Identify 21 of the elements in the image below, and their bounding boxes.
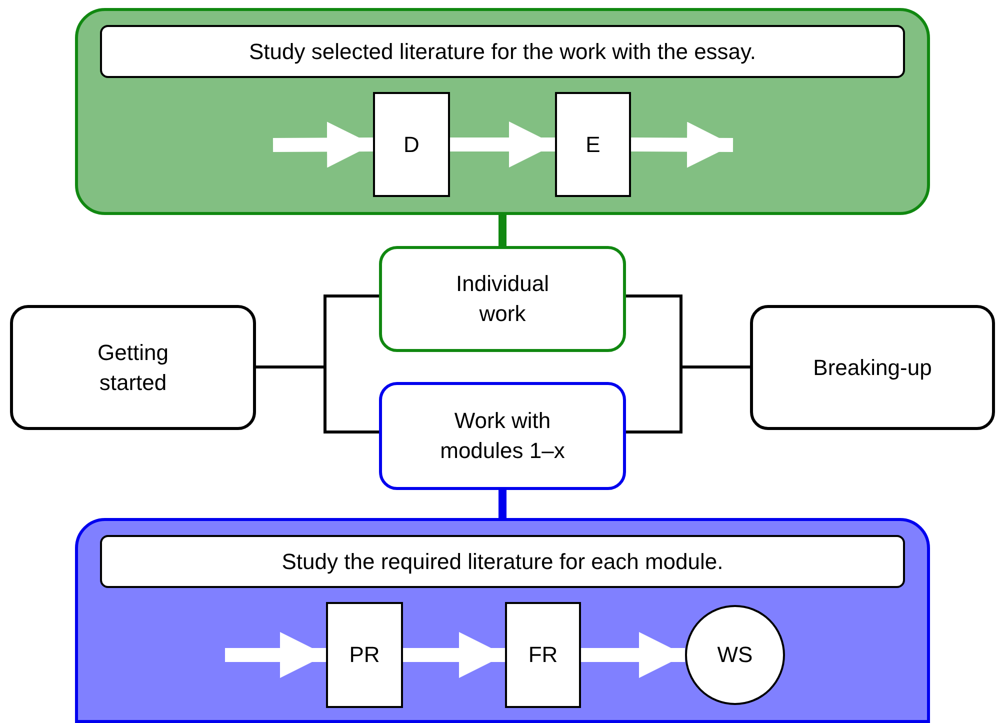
arrow bbox=[581, 632, 685, 678]
process-box: E bbox=[555, 92, 631, 197]
process-box: D bbox=[373, 92, 450, 197]
connector-line bbox=[498, 215, 506, 246]
process-circle: WS bbox=[685, 605, 785, 705]
arrow bbox=[450, 122, 555, 168]
phase-panel bbox=[75, 8, 930, 215]
arrow bbox=[225, 632, 326, 678]
phase-panel bbox=[75, 518, 930, 723]
stage-box: Breaking-up bbox=[750, 305, 995, 430]
arrow bbox=[630, 122, 734, 168]
stage-box: Work with modules 1–x bbox=[379, 382, 626, 490]
connector-line bbox=[498, 490, 506, 518]
arrow bbox=[403, 632, 505, 678]
process-box: FR bbox=[505, 602, 581, 708]
stage-box: Individual work bbox=[379, 246, 626, 352]
stage-box: Getting started bbox=[10, 305, 256, 430]
process-box: PR bbox=[326, 602, 403, 708]
instruction-box: Study the required literature for each module. bbox=[100, 535, 905, 588]
instruction-box: Study selected literature for the work with the essay. bbox=[100, 25, 905, 78]
arrow bbox=[272, 122, 374, 168]
